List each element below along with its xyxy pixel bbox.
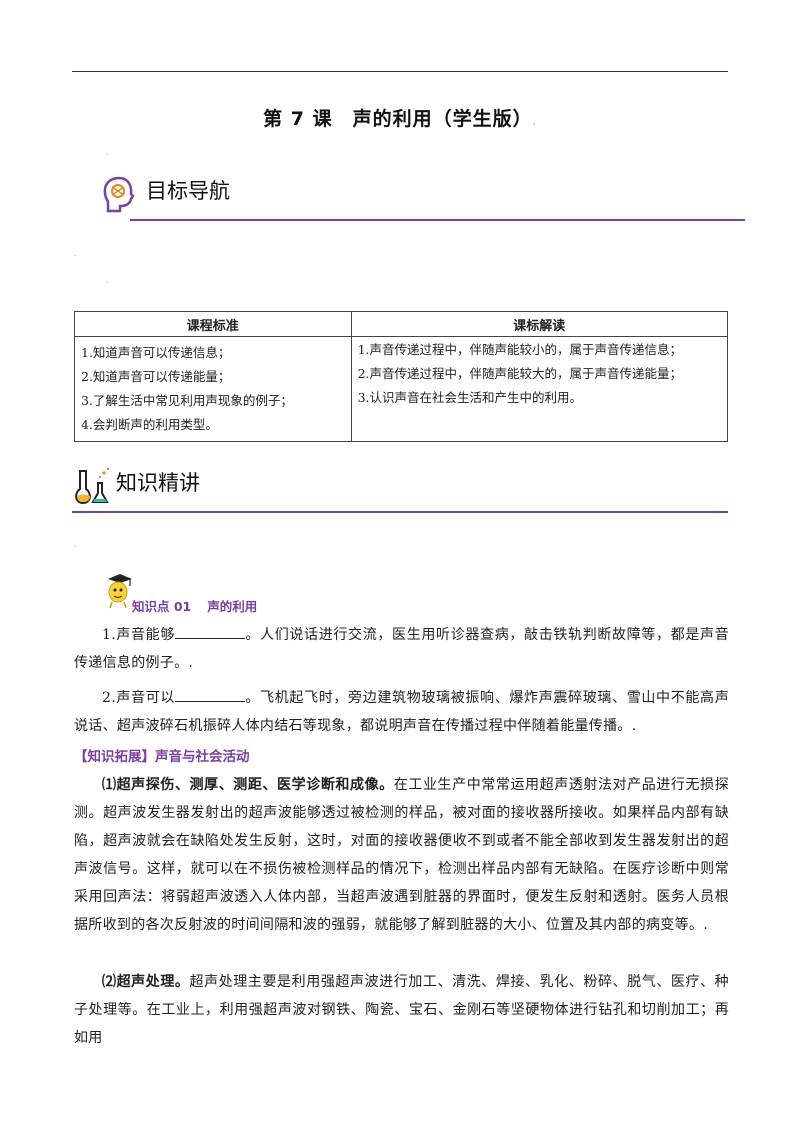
paragraph-mark: . <box>106 148 109 157</box>
paragraph-text: 超声处理主要是利用强超声波进行加工、清洗、焊接、乳化、粉碎、脱气、医疗、种子处理… <box>74 974 729 1046</box>
paragraph-text: 在工业生产中常常运用超声透射法对产品进行无损探测。超声波发生器发射出的超声波能够… <box>74 777 729 933</box>
paragraph-bold-lead: ⑵超声处理。 <box>102 974 190 990</box>
table-header-interpretation: 课标解读 <box>350 311 729 337</box>
interpretation-item: 1.声音传递过程中，伴随声能较小的，属于声音传递信息； <box>357 342 683 357</box>
section-knowledge-rule <box>72 511 728 513</box>
paragraph-ultrasonic-processing: ⑵超声处理。超声处理主要是利用强超声波进行加工、清洗、焊接、乳化、粉碎、脱气、医… <box>74 968 729 1052</box>
mascot-graduate-icon <box>108 574 132 609</box>
standard-item: 3.了解生活中常见利用声现象的例子； <box>81 393 293 408</box>
brain-head-icon <box>103 176 135 213</box>
paragraph-mark: . <box>106 276 109 285</box>
interpretation-item: 2.声音传递过程中，伴随声能较大的，属于声音传递能量； <box>357 366 683 381</box>
knowledge-extension-title: 【知识拓展】声音与社会活动 <box>74 749 250 765</box>
paragraph-energy: 2.声音可以。飞机起飞时，旁边建筑物玻璃被振响、爆炸声震碎玻璃、雪山中不能高声说… <box>74 684 729 740</box>
paragraph-mark: . <box>74 540 77 549</box>
curriculum-table: 课程标准 课标解读 1.知道声音可以传递信息； 2.知道声音可以传递能量； 3.… <box>74 311 729 442</box>
table-header-standard: 课程标准 <box>74 311 352 337</box>
paragraph-text: 2.声音可以 <box>102 690 175 706</box>
knowledge-point-label: 知识点 01 声的利用 <box>132 596 257 615</box>
flask-icon <box>75 467 110 505</box>
paragraph-text: 。人们说话进行交流，医生用听诊器查病，敲击铁轨判断故障等，都是声音传递信息的例子… <box>74 627 729 671</box>
table-cell-interpretations: 1.声音传递过程中，伴随声能较小的，属于声音传递信息； 2.声音传递过程中，伴随… <box>350 336 729 442</box>
fill-blank <box>175 624 245 639</box>
knowledge-point-name: 声的利用 <box>207 599 258 614</box>
section-goal-header: 目标导航 <box>100 171 745 221</box>
table-row: 1.知道声音可以传递信息； 2.知道声音可以传递能量； 3.了解生活中常见利用声… <box>74 336 729 442</box>
standard-item: 1.知道声音可以传递信息； <box>81 345 231 360</box>
paragraph-text: 1.声音能够 <box>102 627 175 643</box>
fill-blank <box>175 687 245 702</box>
interpretation-item: 3.认识声音在社会生活和产生中的利用。 <box>357 390 583 405</box>
table-cell-standards: 1.知道声音可以传递信息； 2.知道声音可以传递能量； 3.了解生活中常见利用声… <box>74 336 352 442</box>
table-header-row: 课程标准 课标解读 <box>74 311 729 337</box>
section-goal-label: 目标导航 <box>146 179 230 203</box>
knowledge-point-heading: 知识点 01 声的利用 <box>104 572 734 615</box>
page-title: 第 7 课 声的利用（学生版）. <box>263 108 537 130</box>
paragraph-ultrasonic-testing: ⑴超声探伤、测厚、测距、医学诊断和成像。在工业生产中常常运用超声透射法对产品进行… <box>74 771 729 939</box>
standard-item: 4.会判断声的利用类型。 <box>81 417 218 432</box>
standard-item: 2.知道声音可以传递能量； <box>81 369 231 384</box>
section-knowledge-label: 知识精讲 <box>116 471 200 495</box>
paragraph-bold-lead: ⑴超声探伤、测厚、测距、医学诊断和成像。 <box>102 777 394 793</box>
paragraph-text: 。飞机起飞时，旁边建筑物玻璃被振响、爆炸声震碎玻璃、雪山中不能高声说话、超声波碎… <box>74 690 729 734</box>
header-rule <box>72 71 728 72</box>
paragraph-mark: . <box>74 249 77 258</box>
knowledge-point-number: 知识点 01 <box>132 599 192 614</box>
section-knowledge-header: 知识精讲 <box>72 463 728 513</box>
section-goal-rule <box>130 219 745 221</box>
paragraph-info: 1.声音能够。人们说话进行交流，医生用听诊器查病，敲击铁轨判断故障等，都是声音传… <box>74 621 729 677</box>
